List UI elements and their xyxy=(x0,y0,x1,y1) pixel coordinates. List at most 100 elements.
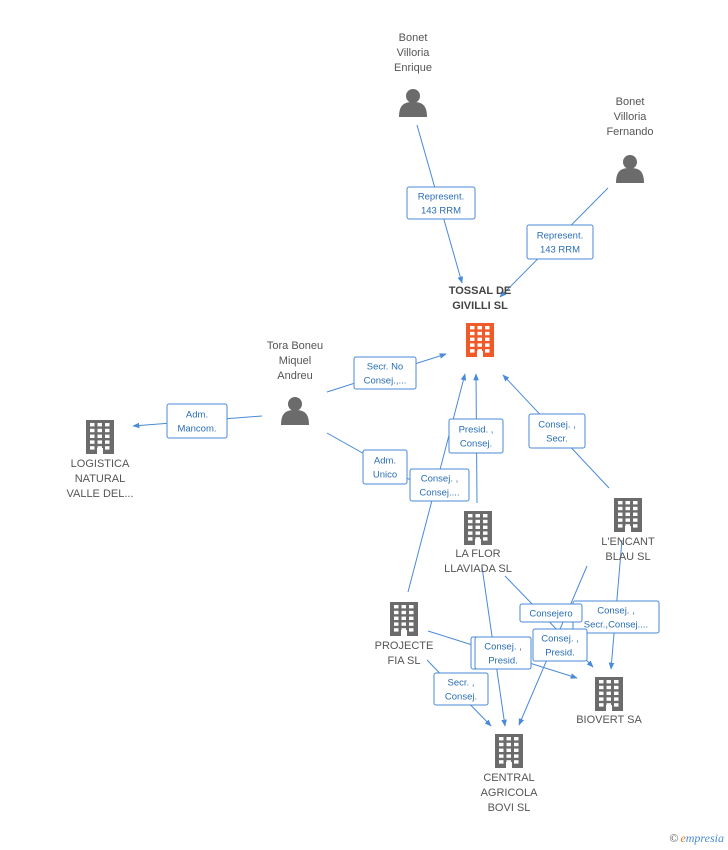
building-window xyxy=(409,628,414,632)
building-window xyxy=(599,680,604,684)
building-window xyxy=(599,685,604,690)
building-window xyxy=(97,423,102,427)
building-window xyxy=(599,703,604,707)
edge-label-box xyxy=(474,636,532,670)
edge-label-laflor-to-tossal[interactable]: Presid. ,Consej. xyxy=(448,418,504,454)
building-window xyxy=(499,760,504,764)
building-window xyxy=(475,537,480,541)
edge-label-bonet_enrique-to-tossal[interactable]: Represent.143 RRM xyxy=(406,186,476,220)
node-biovert[interactable]: BIOVERT SA xyxy=(576,677,642,726)
edge-label-box xyxy=(409,468,470,502)
node-label: AGRICOLA xyxy=(481,787,539,799)
edge-label-encant-to-tossal[interactable]: Consej. ,Secr. xyxy=(528,413,586,449)
edge-label-text: Presid. xyxy=(545,648,575,659)
building-window xyxy=(394,610,399,615)
building-window xyxy=(394,622,399,626)
edge-label-bonet_fernando-to-tossal[interactable]: Represent.143 RRM xyxy=(526,224,594,260)
building-door xyxy=(477,351,483,357)
node-label: NATURAL xyxy=(75,473,126,485)
node-label: BIOVERT SA xyxy=(576,714,642,726)
building-window xyxy=(614,691,619,695)
building-window xyxy=(97,428,102,433)
building-window xyxy=(625,501,630,505)
edge-label-tora-to-laflor[interactable]: Adm.Unico xyxy=(362,449,408,485)
node-label: Miquel xyxy=(279,355,311,367)
node-label: Villoria xyxy=(614,111,648,123)
building-window xyxy=(105,434,110,438)
edge-label-projecte-to-laflor[interactable]: Consej. ,Consej.... xyxy=(409,468,470,502)
building-window xyxy=(97,434,102,438)
building-window xyxy=(468,519,473,524)
person-head xyxy=(288,397,302,411)
building-window xyxy=(499,737,504,741)
edge-label-text: Secr. , xyxy=(448,678,475,689)
building-door xyxy=(606,705,612,711)
edge-label-laflor-to-central[interactable]: Consej. ,Presid. xyxy=(474,636,532,670)
building-window xyxy=(614,680,619,684)
edge-label-box xyxy=(448,418,504,454)
building-window xyxy=(618,501,623,505)
building-window xyxy=(97,446,102,450)
edge-label-box xyxy=(528,413,586,449)
building-window xyxy=(514,760,519,764)
edge-label-encant-to-central[interactable]: Consej. ,Presid. xyxy=(532,628,588,662)
edge-label-text: Represent. xyxy=(418,192,464,203)
edge-label-text: Adm. xyxy=(374,456,396,467)
node-label: FIA SL xyxy=(387,655,420,667)
brand-name: mpresia xyxy=(685,831,724,845)
node-label: Bonet xyxy=(616,96,645,108)
edge-label-projecte-to-central[interactable]: Secr. ,Consej. xyxy=(433,672,489,706)
building-window xyxy=(618,524,623,528)
building-window xyxy=(470,331,475,336)
building-window xyxy=(485,331,490,336)
building-window xyxy=(483,525,488,529)
building-window xyxy=(506,748,511,752)
building-window xyxy=(475,525,480,529)
building-window xyxy=(485,326,490,330)
edge-label-text: Consej. xyxy=(460,439,492,450)
building-window xyxy=(485,349,490,353)
building-window xyxy=(468,514,473,518)
building-window xyxy=(514,748,519,752)
building-window xyxy=(599,697,604,701)
node-label: Enrique xyxy=(394,62,432,74)
edge-label-box xyxy=(519,603,583,623)
building-window xyxy=(633,501,638,505)
person-icon xyxy=(399,89,427,117)
edge-label-text: 143 RRM xyxy=(540,245,580,256)
building-window xyxy=(606,680,611,684)
edge-label-laflor-to-biovert[interactable]: Consejero xyxy=(519,603,583,623)
building-door xyxy=(625,526,631,532)
building-window xyxy=(401,605,406,609)
building-window xyxy=(475,514,480,518)
edge-label-encant-to-biovert[interactable]: Consej. ,Secr.,Consej.... xyxy=(572,600,660,634)
building-window xyxy=(97,440,102,444)
building-window xyxy=(483,531,488,535)
building-window xyxy=(606,685,611,690)
person-head xyxy=(406,89,420,103)
node-label: LLAVIADA SL xyxy=(444,563,512,575)
building-icon xyxy=(464,511,492,545)
edge-label-box xyxy=(406,186,476,220)
edge-label-tora-to-logistica[interactable]: Adm.Mancom. xyxy=(166,403,228,439)
building-door xyxy=(401,630,407,636)
building-window xyxy=(618,512,623,516)
building-window xyxy=(468,531,473,535)
building-window xyxy=(90,440,95,444)
edge-label-tora-to-tossal[interactable]: Secr. NoConsej.,... xyxy=(353,356,417,390)
edge-label-box xyxy=(353,356,417,390)
node-label: TOSSAL DE xyxy=(449,285,512,297)
empresia-brand[interactable]: ©empresia xyxy=(669,831,724,846)
edge-label-text: Mancom. xyxy=(177,424,216,435)
edge-label-box xyxy=(526,224,594,260)
building-window xyxy=(485,337,490,341)
